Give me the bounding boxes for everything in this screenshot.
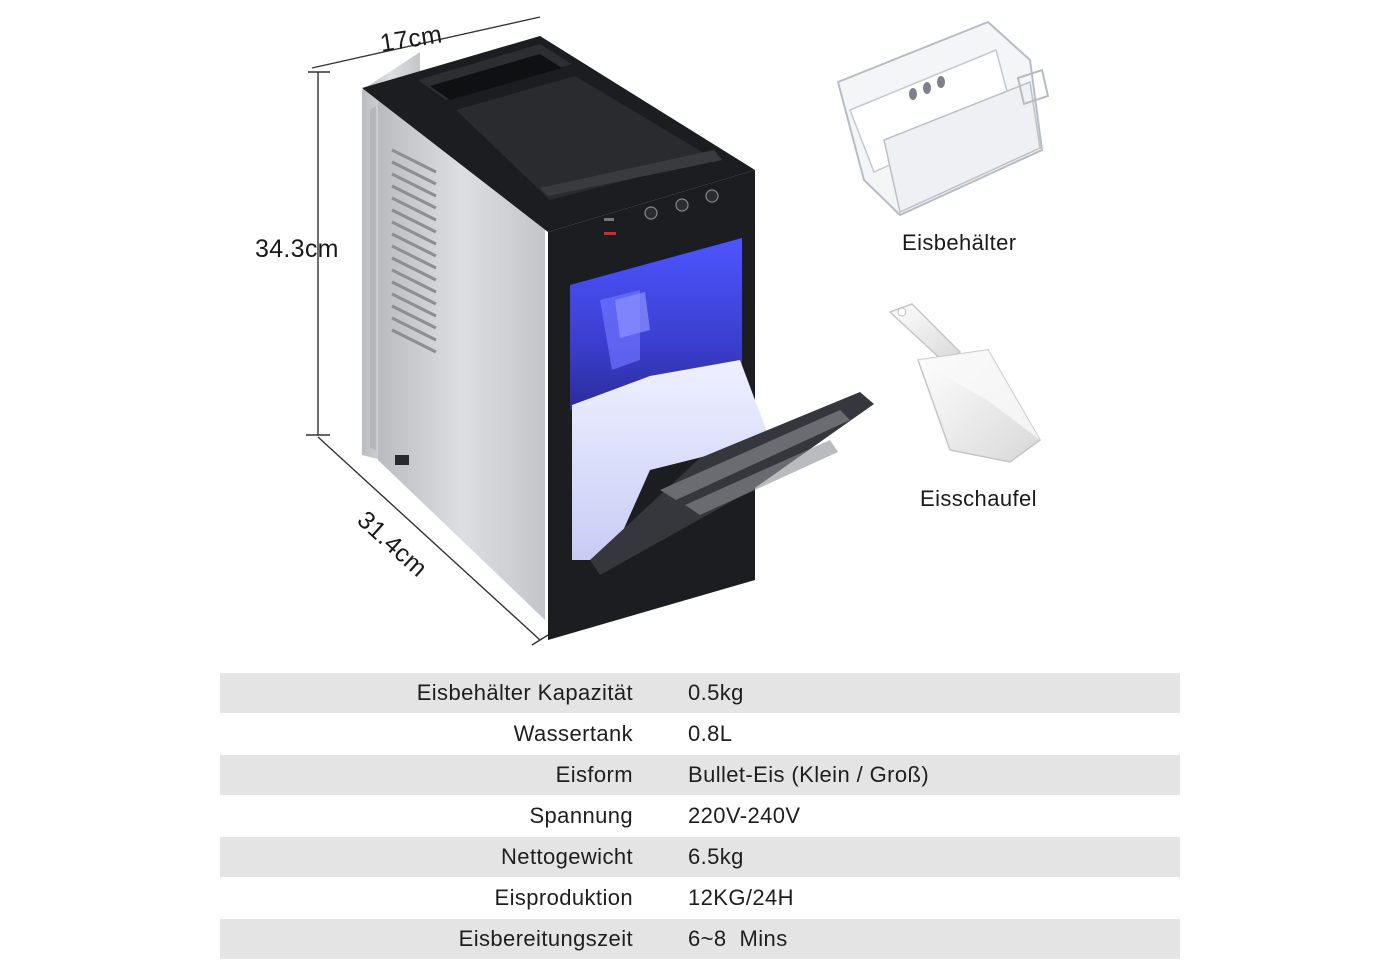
spec-label: Nettogewicht — [501, 844, 633, 869]
spec-row-voltage: Spannung 220V-240V — [220, 796, 1180, 836]
dimension-lines — [306, 16, 549, 646]
ice-scoop-accessory — [888, 303, 1041, 463]
control-buttons — [644, 189, 719, 220]
ice-bin-accessory — [836, 20, 1050, 217]
spec-value: 6.5kg — [688, 844, 744, 869]
spec-label: Spannung — [529, 803, 633, 828]
spec-row-ice-shape: Eisform Bullet-Eis (Klein / Groß) — [220, 755, 1180, 795]
ice-bin-label: Eisbehälter — [902, 230, 1017, 255]
ice-machine — [362, 36, 874, 640]
spec-value: 0.8L — [688, 721, 733, 746]
spec-value: 12KG/24H — [688, 885, 794, 910]
product-figure: 17cm 34.3cm 31.4cm Eisbehälter Eisschauf… — [255, 16, 1050, 646]
height-dimension-label: 34.3cm — [255, 235, 339, 263]
spec-label: Eisbehälter Kapazität — [416, 680, 633, 705]
ice-tray — [572, 360, 770, 560]
product-illustration — [306, 16, 1050, 646]
indicator-light-red — [604, 232, 616, 235]
ice-scoop-label: Eisschaufel — [920, 486, 1037, 511]
indicator-light — [604, 218, 614, 221]
spec-table: Eisbehälter Kapazität 0.5kg Wassertank 0… — [220, 673, 1180, 960]
spec-label: Wassertank — [513, 721, 633, 746]
spec-row-net-weight: Nettogewicht 6.5kg — [220, 837, 1180, 877]
spec-value: 0.5kg — [688, 680, 744, 705]
spec-value: 220V-240V — [688, 803, 801, 828]
spec-label: Eisbereitungszeit — [458, 926, 633, 951]
spec-row-ice-making-time: Eisbereitungszeit 6~8 Mins — [220, 919, 1180, 959]
spec-value: 6~8 Mins — [688, 926, 788, 951]
spec-label: Eisform — [555, 762, 633, 787]
spec-row-capacity: Eisbehälter Kapazität 0.5kg — [220, 673, 1180, 713]
spec-value: Bullet-Eis (Klein / Groß) — [688, 762, 930, 787]
spec-row-water-tank: Wassertank 0.8L — [220, 714, 1180, 754]
spec-label: Eisproduktion — [494, 885, 633, 910]
spec-row-ice-production: Eisproduktion 12KG/24H — [220, 878, 1180, 918]
